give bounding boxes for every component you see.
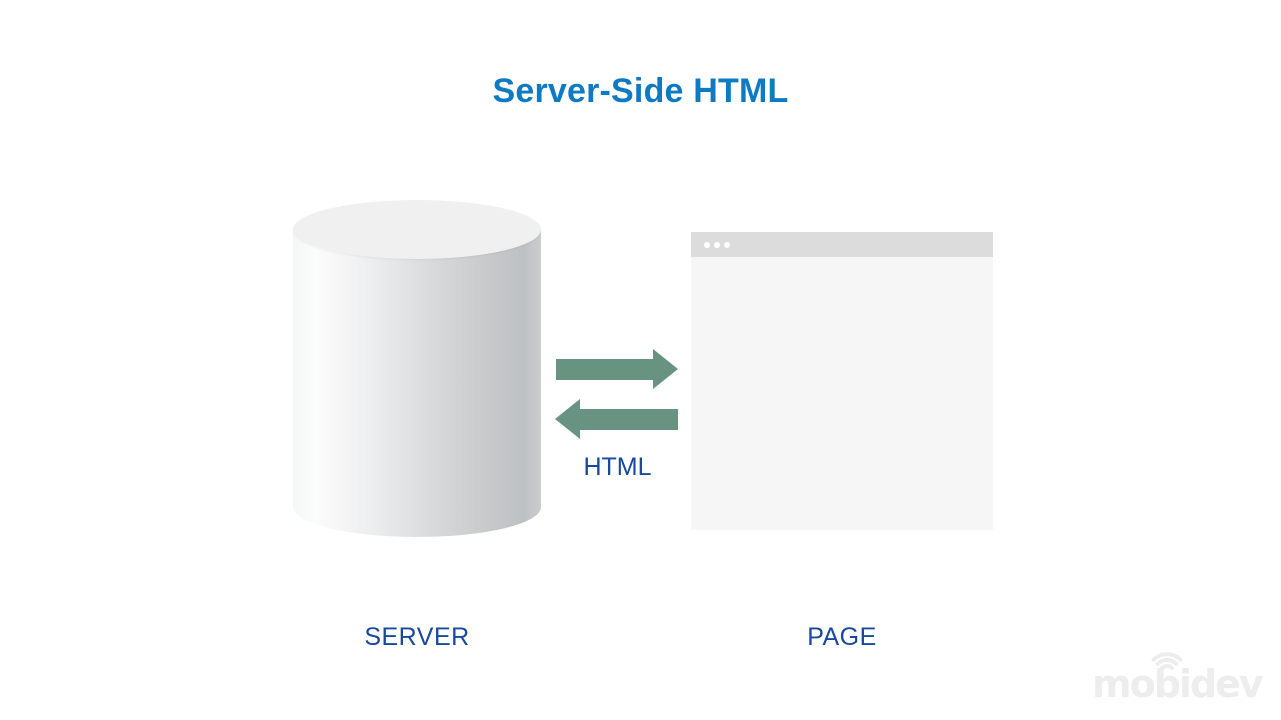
page-window-titlebar (691, 232, 993, 257)
server-cylinder-body (293, 229, 541, 537)
mobidev-logo: mobidev (1090, 652, 1264, 707)
arrow-left-icon (555, 399, 678, 439)
window-dot-icon (714, 241, 720, 248)
signal-arcs-icon (1151, 652, 1183, 671)
page-window-content (691, 257, 993, 530)
page-window (691, 232, 993, 530)
server-label: SERVER (364, 623, 470, 651)
exchange-label: HTML (583, 453, 652, 481)
arrow-right-icon (556, 349, 678, 389)
window-dot-icon (724, 241, 730, 248)
page-label: PAGE (807, 623, 877, 651)
server-cylinder-top (293, 200, 541, 259)
mobidev-wordmark: mobidev (1092, 662, 1264, 706)
page-title: Server-Side HTML (492, 72, 789, 110)
window-dot-icon (704, 241, 710, 248)
exchange-arrows (555, 349, 678, 439)
